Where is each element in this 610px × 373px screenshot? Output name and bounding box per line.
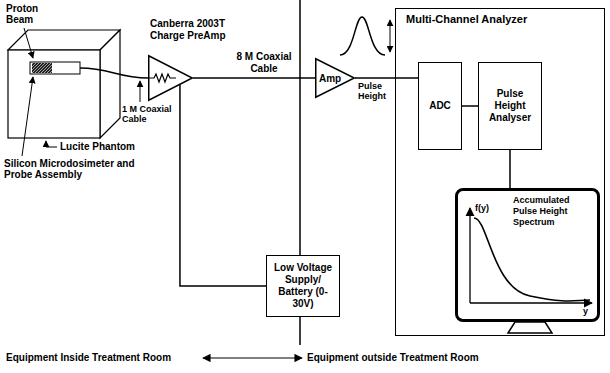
monitor-stand <box>508 322 552 333</box>
pulse-height-arrow <box>390 20 391 52</box>
node-text: Canberra 2003T Charge PreAmp <box>150 18 256 42</box>
cable-label: 1 M Coaxial Cable <box>122 104 178 124</box>
drawing-part <box>469 208 470 303</box>
power-supply-box: Low Voltage Supply/ Battery (0-30V) <box>266 255 340 317</box>
lucite-phantom <box>8 30 120 138</box>
drawing-part <box>24 28 33 58</box>
drawing-part <box>30 62 80 74</box>
node-text: Multi-Channel Analyzer <box>406 13 594 25</box>
amplifier-symbol <box>316 59 355 98</box>
drawing-part <box>100 30 120 138</box>
phantom-label: Lucite Phantom <box>60 141 160 152</box>
coaxial-cable <box>80 68 148 78</box>
probe-label: Silicon Microdosimeter and Probe Assembl… <box>4 158 146 180</box>
preamp-triangle: Canberra 2003T Charge PreAmp <box>148 55 193 101</box>
connector-line <box>193 77 315 79</box>
analyser-box: Pulse Height Analyser <box>478 62 542 150</box>
room-label: Equipment outside Treatment Room <box>307 352 517 363</box>
node-text: Amp <box>319 73 341 84</box>
edge-label: 8 M Coaxial Cable <box>233 51 295 75</box>
drawing-part <box>22 77 33 156</box>
amplifier-triangle: Amp <box>315 58 355 98</box>
connector-line <box>180 85 266 286</box>
node-text: ADC <box>429 100 451 112</box>
adc-box: ADC <box>418 62 462 150</box>
connector-line <box>355 77 418 79</box>
beam-label: Proton Beam <box>6 3 50 25</box>
analyzer-box: Multi-Channel AnalyzerADC Pulse Height An… <box>395 8 605 336</box>
room-arrow <box>203 357 302 358</box>
connector-line <box>462 105 478 107</box>
node-text: Accumulated Pulse Height Spectrum <box>513 195 591 228</box>
room-label: Equipment Inside Treatment Room <box>6 352 198 363</box>
node-text: Pulse Height Analyser <box>483 88 537 124</box>
probe-assembly <box>30 62 80 74</box>
axis-label: f(y) <box>475 203 499 213</box>
drawing-part <box>470 302 592 303</box>
amplifier-symbol <box>149 56 193 101</box>
drawing-part <box>32 63 52 73</box>
triangle-outline <box>148 55 193 101</box>
axis-label: y <box>583 306 595 316</box>
drawing-part <box>140 81 141 102</box>
edge-label: Pulse Height <box>358 81 394 101</box>
node-text: Low Voltage Supply/ Battery (0-30V) <box>271 262 335 310</box>
leader-lines <box>22 28 140 156</box>
drawing-part <box>474 218 590 301</box>
pulse-shape <box>340 17 385 55</box>
resistor-symbol <box>149 74 176 82</box>
drawing-part <box>46 141 57 147</box>
connector-line <box>509 150 511 188</box>
drawing-part <box>8 50 100 138</box>
